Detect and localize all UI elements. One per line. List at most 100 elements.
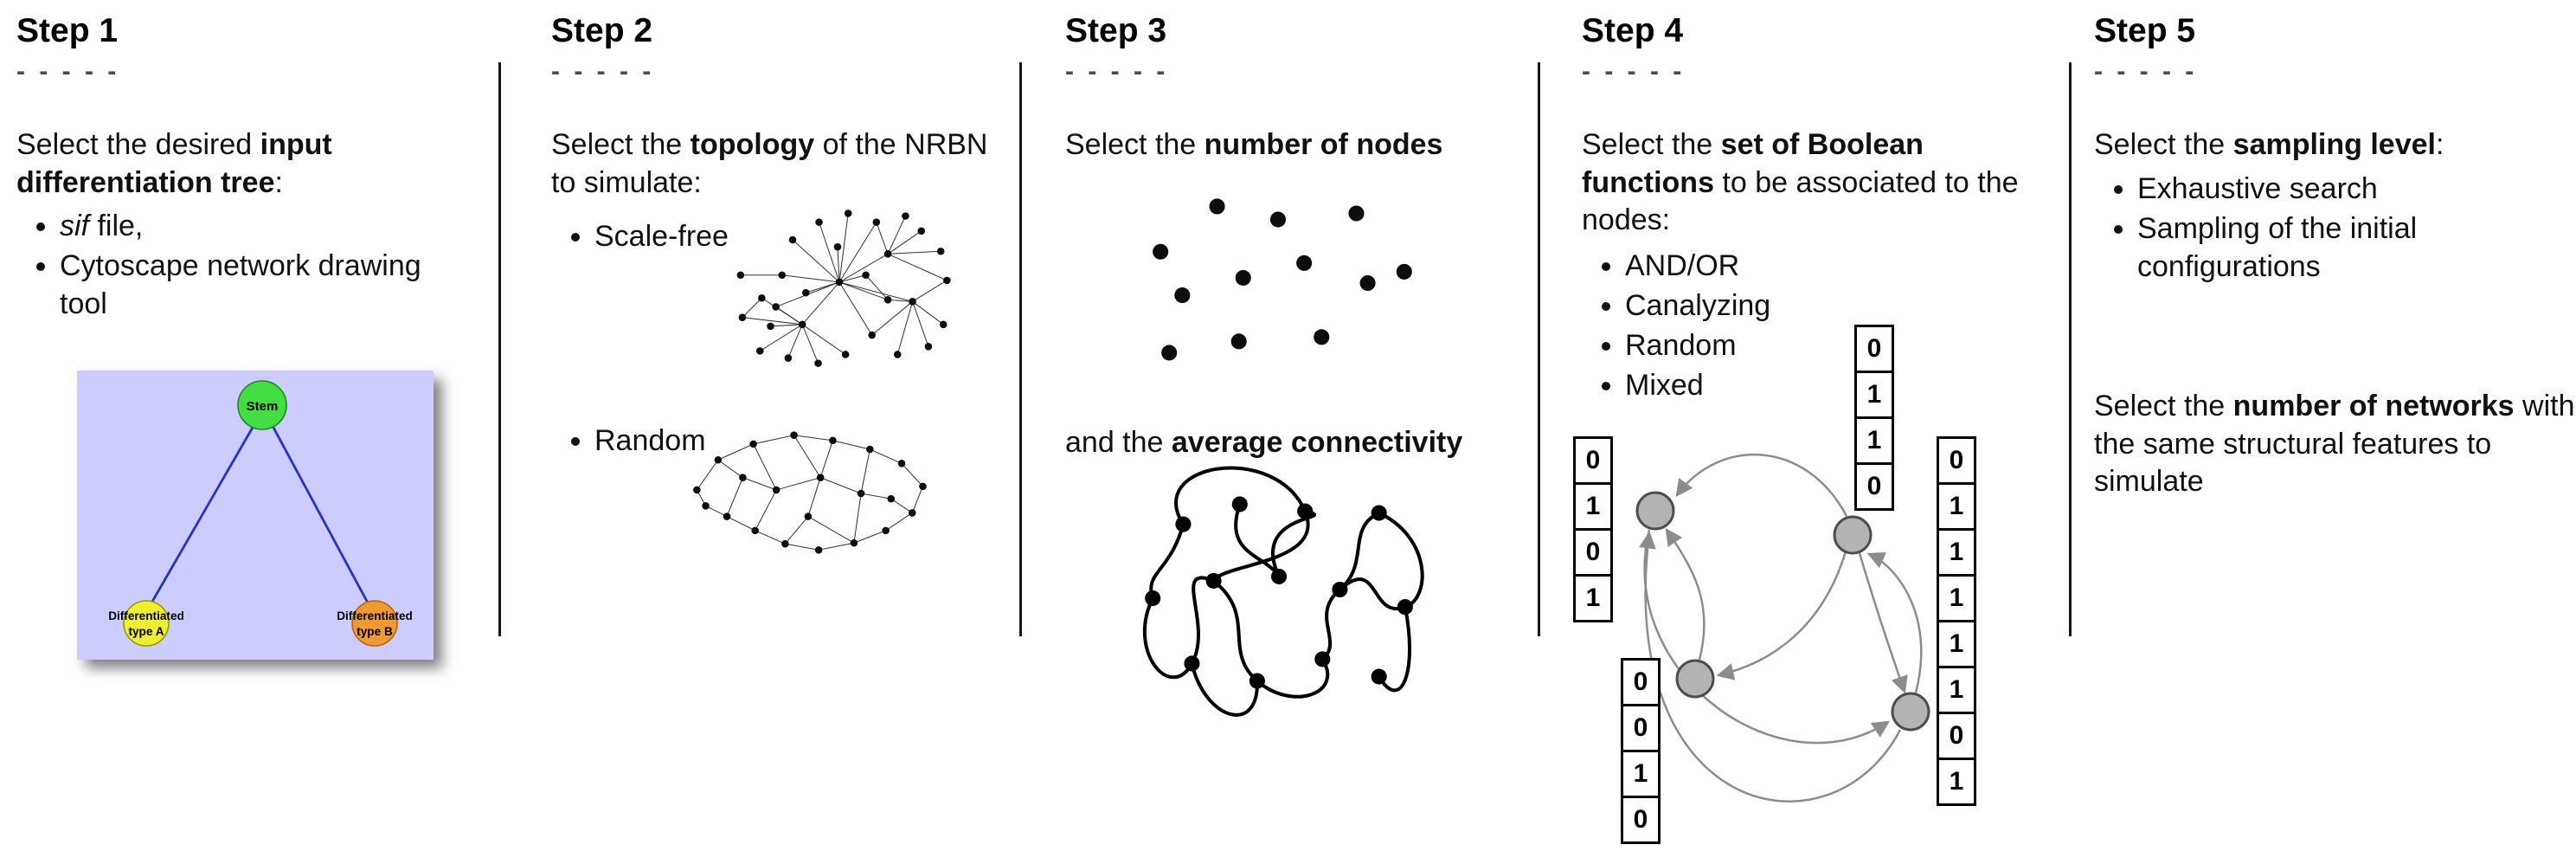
text-pre: Select the bbox=[1065, 128, 1204, 161]
type-a-node bbox=[123, 600, 170, 647]
step-1-instruction: Select the desired input differentiation… bbox=[16, 126, 466, 202]
list-item: Scale-free bbox=[594, 217, 1005, 255]
text-bold: average connectivity bbox=[1171, 425, 1463, 459]
list-item-label: Random bbox=[1625, 328, 1737, 362]
text-bold: set of Boolean functions bbox=[1582, 128, 1924, 199]
gene-node bbox=[1635, 491, 1675, 531]
text-post: with the same structural features to sim… bbox=[2094, 390, 2575, 499]
stem-node bbox=[237, 380, 287, 430]
step-2-instruction: Select the topology of the NRBN to simul… bbox=[551, 126, 1005, 202]
list-item-label: Cytoscape network drawing tool bbox=[60, 249, 421, 321]
truth-table-cell: 0 bbox=[1854, 462, 1894, 511]
boolean-network-edges bbox=[1638, 453, 1923, 803]
text-post: to be associated to the nodes: bbox=[1582, 165, 2019, 237]
gene-node bbox=[1891, 692, 1930, 732]
dashed-rule: - - - - - bbox=[16, 57, 120, 86]
nodes-scatter-figure bbox=[1134, 189, 1432, 388]
truth-table-cell: 1 bbox=[1937, 666, 1976, 714]
type-b-label-line2: type B bbox=[357, 625, 393, 638]
truth-table-cell: 0 bbox=[1573, 436, 1613, 485]
nodes-scatter-svg bbox=[1153, 198, 1412, 361]
differentiation-tree-figure: Stem Differentiated type A Differentiate… bbox=[77, 371, 434, 660]
text-pre: Select the bbox=[1582, 128, 1721, 161]
step-2-panel: Step 2 - - - - - Select the topology of … bbox=[551, 0, 1005, 851]
truth-table-cell: 1 bbox=[1854, 371, 1894, 419]
list-item-label: Sampling of the initial configurations bbox=[2137, 211, 2418, 283]
text-bold: input differentiation tree bbox=[16, 128, 332, 199]
truth-table-cell: 1 bbox=[1937, 574, 1976, 622]
boolean-network-nodes bbox=[1635, 491, 1930, 732]
step-4-instruction: Select the set of Boolean functions to b… bbox=[1582, 126, 2053, 240]
step-5-instruction-2: Select the number of networks with the s… bbox=[2094, 388, 2576, 501]
topology-option-scale-free: Scale-free bbox=[551, 217, 1005, 255]
text-pre: Select the bbox=[2094, 390, 2233, 423]
step-5-instruction: Select the sampling level: bbox=[2094, 126, 2576, 164]
text-pre: and the bbox=[1065, 425, 1172, 459]
truth-table-cell: 1 bbox=[1937, 620, 1976, 668]
step-3-panel: Step 3 - - - - - Select the number of no… bbox=[1065, 0, 1537, 851]
truth-table-cell: 1 bbox=[1573, 482, 1613, 531]
gene-node bbox=[1833, 515, 1873, 555]
list-item: sif file, bbox=[60, 207, 466, 245]
column-divider bbox=[498, 62, 501, 636]
list-item: AND/OR bbox=[1625, 247, 2053, 285]
step-1-options: sif file, Cytoscape network drawing tool bbox=[16, 207, 466, 324]
dashed-rule: - - - - - bbox=[2094, 57, 2198, 86]
step-3-instruction: Select the number of nodes bbox=[1065, 126, 1537, 164]
type-a-label-line2: type A bbox=[128, 625, 164, 638]
list-item-label: Mixed bbox=[1625, 369, 1704, 403]
text-bold: topology bbox=[690, 128, 815, 161]
truth-table-cell: 1 bbox=[1573, 574, 1613, 622]
truth-table-cell: 0 bbox=[1573, 528, 1613, 577]
step-title: Step 4 bbox=[1582, 12, 1684, 49]
scale-free-network-figure bbox=[707, 194, 972, 379]
step-5-panel: Step 5 - - - - - Select the sampling lev… bbox=[2094, 0, 2576, 851]
text-pre: Select the bbox=[551, 128, 691, 161]
truth-table-cell: 0 bbox=[1621, 796, 1661, 844]
step-title: Step 2 bbox=[551, 12, 653, 49]
text-bold: number of networks bbox=[2232, 390, 2515, 423]
stem-label: Stem bbox=[247, 399, 279, 414]
gene-node bbox=[1675, 659, 1715, 699]
text-pre: Select the desired bbox=[16, 128, 260, 161]
text-bold: number of nodes bbox=[1204, 128, 1443, 161]
dashed-rule: - - - - - bbox=[1065, 57, 1169, 86]
type-b-label-line1: Differentiated bbox=[337, 609, 413, 622]
list-item-label: Scale-free bbox=[594, 220, 729, 254]
step-3-instruction-2: and the average connectivity bbox=[1065, 424, 1537, 462]
list-item: Mixed bbox=[1625, 366, 2053, 404]
truth-table-cell: 0 bbox=[1937, 436, 1976, 485]
boolean-network-svg bbox=[1635, 453, 1930, 803]
step-title: Step 5 bbox=[2094, 12, 2196, 49]
truth-table-cell: 0 bbox=[1854, 325, 1894, 373]
list-item-label: AND/OR bbox=[1625, 248, 1740, 282]
column-divider bbox=[2069, 62, 2072, 636]
truth-table-cell: 1 bbox=[1937, 482, 1976, 531]
text-post: : bbox=[274, 165, 283, 199]
truth-table-cell: 0 bbox=[1621, 704, 1661, 752]
dashed-rule: - - - - - bbox=[551, 57, 655, 86]
column-divider bbox=[1019, 62, 1022, 636]
column-divider bbox=[1538, 62, 1540, 636]
random-network-figure bbox=[681, 417, 946, 568]
truth-table-cell: 0 bbox=[1937, 712, 1976, 760]
type-a-label-line1: Differentiated bbox=[108, 609, 184, 622]
truth-table-cell: 1 bbox=[1854, 416, 1894, 465]
tree-edge bbox=[271, 425, 371, 607]
truth-table-cell: 1 bbox=[1621, 750, 1661, 798]
sif-word: sif bbox=[60, 210, 89, 243]
connectivity-network-svg bbox=[1142, 466, 1424, 717]
text-post: of the NRBN to simulate: bbox=[551, 128, 988, 199]
connectivity-network-figure bbox=[1118, 459, 1431, 724]
truth-table-cell: 1 bbox=[1937, 758, 1976, 806]
list-item: Random bbox=[1625, 326, 2053, 364]
truth-table-cell: 0 bbox=[1621, 658, 1661, 706]
text-bold: sampling level bbox=[2232, 128, 2436, 161]
dashed-rule: - - - - - bbox=[1582, 57, 1686, 86]
list-item: Cytoscape network drawing tool bbox=[60, 247, 466, 323]
list-item: Exhaustive search bbox=[2137, 170, 2576, 208]
tree-edge bbox=[148, 425, 255, 607]
